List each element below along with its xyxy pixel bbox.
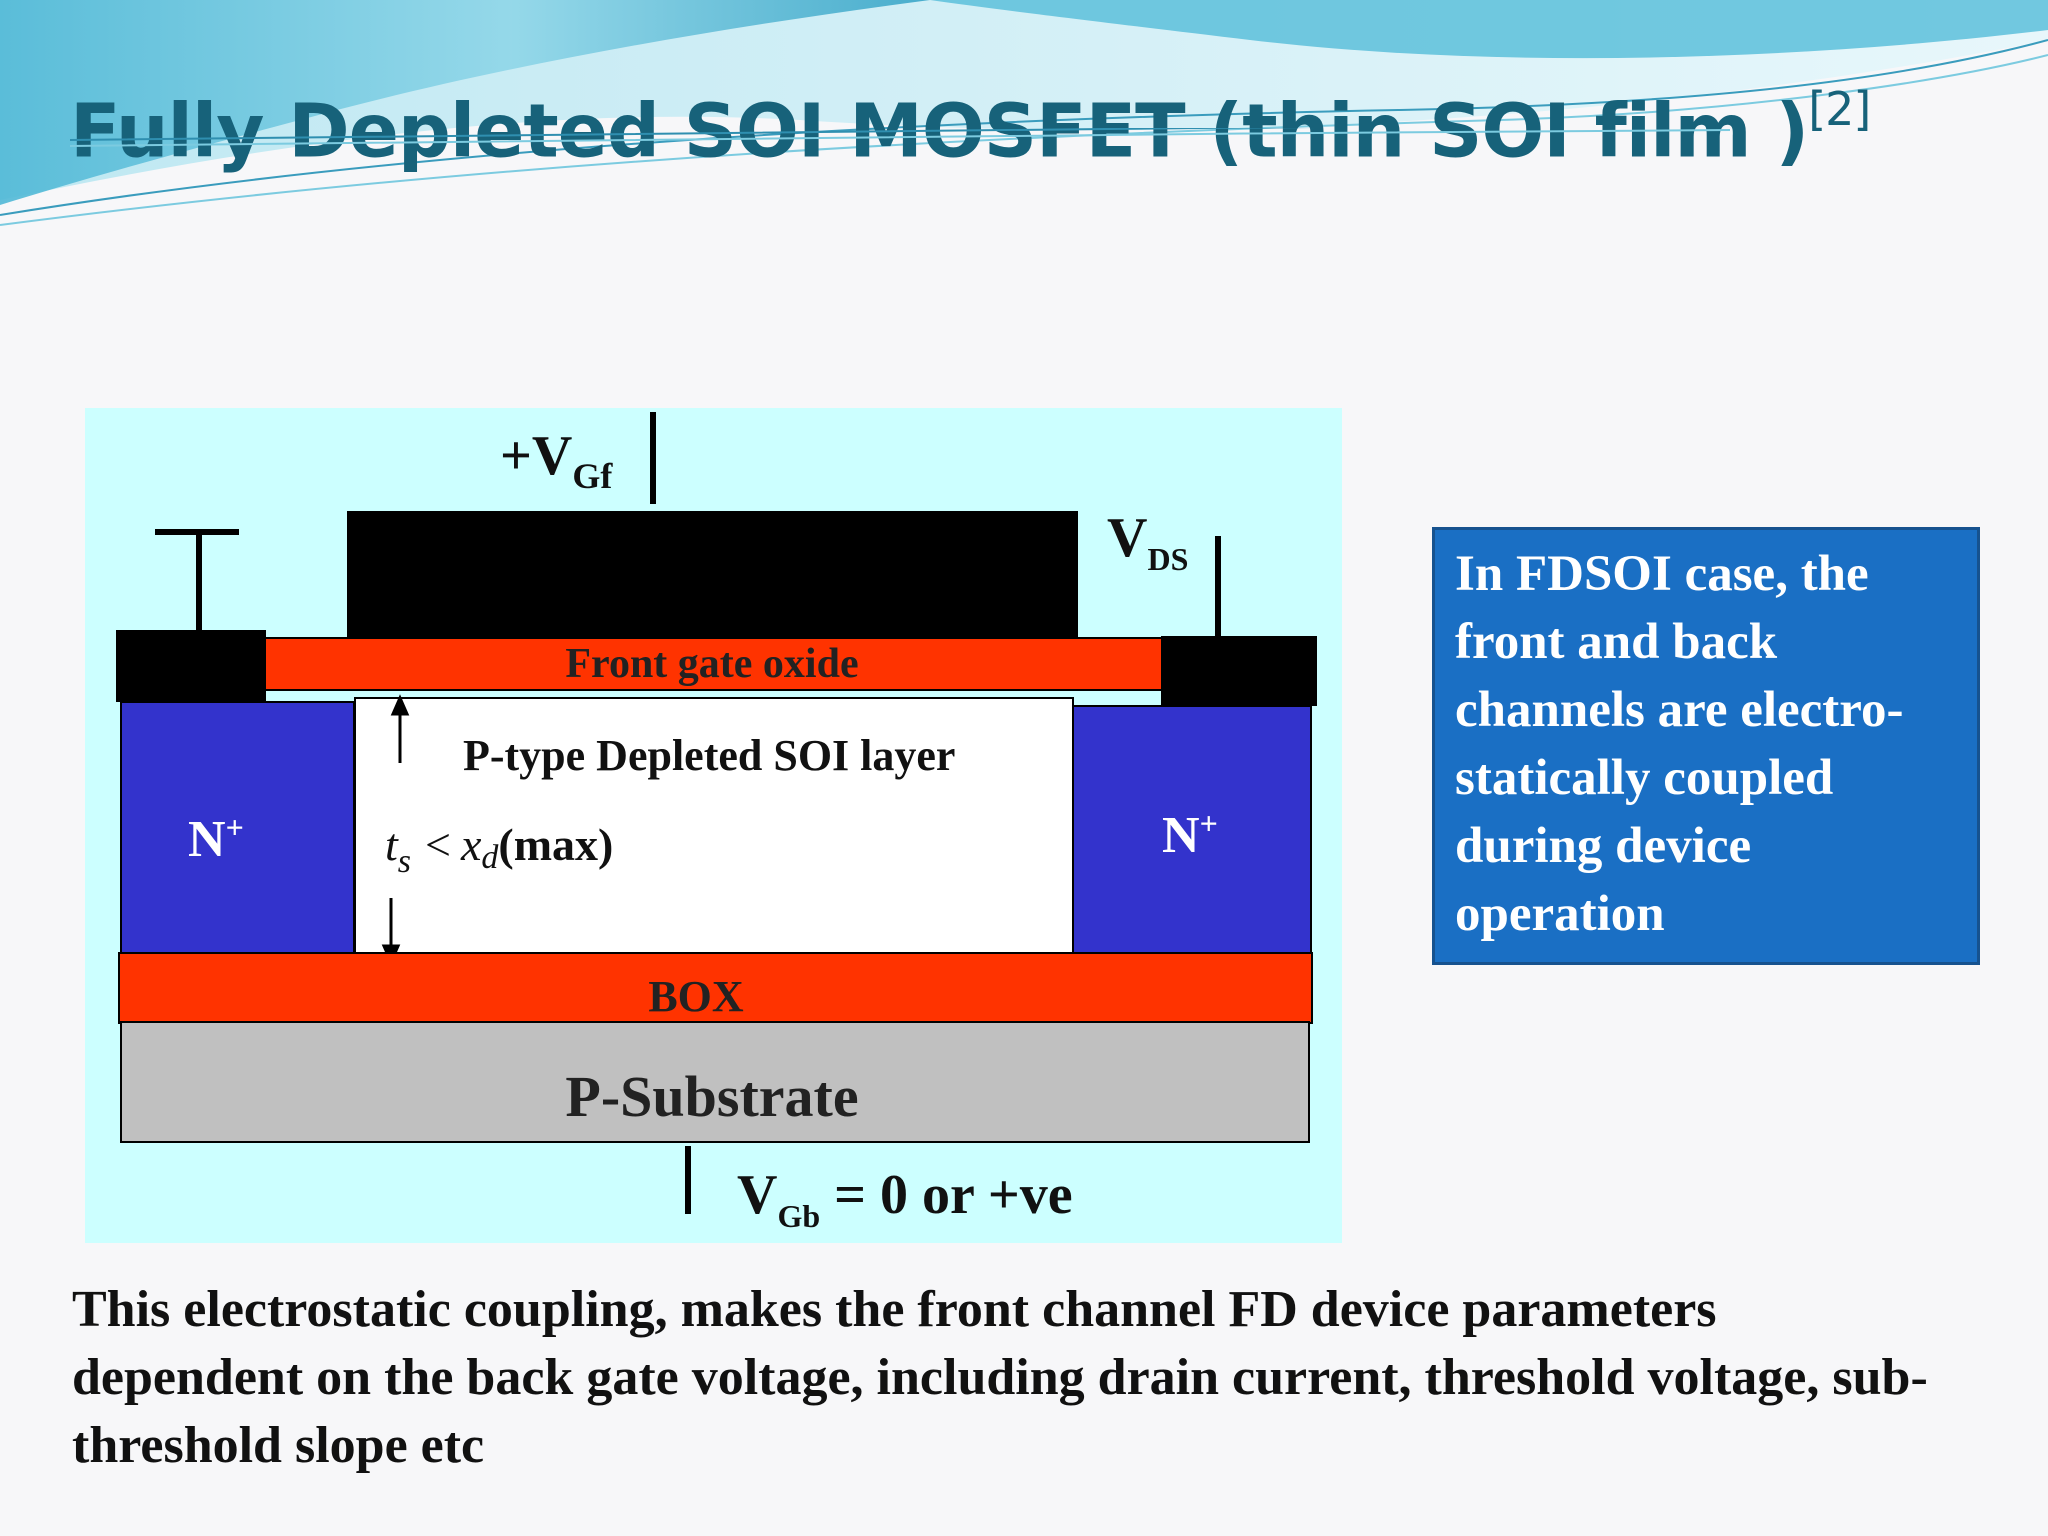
soi-layer-label: P-type Depleted SOI layer [463, 731, 955, 780]
fdsoi-callout-box: In FDSOI case, the front and back channe… [1432, 527, 1980, 965]
source-contact-pad [116, 630, 266, 702]
front-gate-oxide-layer [264, 637, 1169, 691]
drain-nplus-label: N+ [1162, 805, 1218, 864]
front-gate-electrode [347, 511, 1078, 639]
p-type-depleted-soi-layer [354, 697, 1074, 969]
source-nplus-label: N+ [188, 809, 244, 868]
p-substrate-label: P-Substrate [565, 1064, 858, 1129]
drain-nplus-region [1071, 705, 1312, 969]
drain-voltage-label: VDS [1107, 507, 1188, 577]
buried-oxide-layer [118, 952, 1313, 1024]
coupling-explanation-text: This electrostatic coupling, makes the f… [72, 1281, 1928, 1474]
header-swoosh-decoration [0, 0, 2048, 226]
front-gate-voltage-label: +VGf [500, 425, 613, 496]
fdsoi-mosfet-cross-section: +VGf VDS Front gate oxide N+ N+ P-type D… [85, 408, 1342, 1243]
thickness-condition-label: ts<xd(max) [385, 819, 613, 880]
back-gate-voltage-label: VGb = 0 or +ve [737, 1164, 1073, 1234]
title-citation: [2] [1808, 82, 1871, 136]
callout-text: In FDSOI case, the front and back channe… [1455, 546, 1904, 942]
source-nplus-region [120, 701, 355, 968]
drain-contact-pad [1161, 636, 1317, 706]
title-swoosh-lines [70, 128, 1730, 147]
front-gate-oxide-label: Front gate oxide [565, 641, 858, 687]
box-label: BOX [648, 972, 744, 1021]
p-substrate-layer [120, 1021, 1310, 1143]
